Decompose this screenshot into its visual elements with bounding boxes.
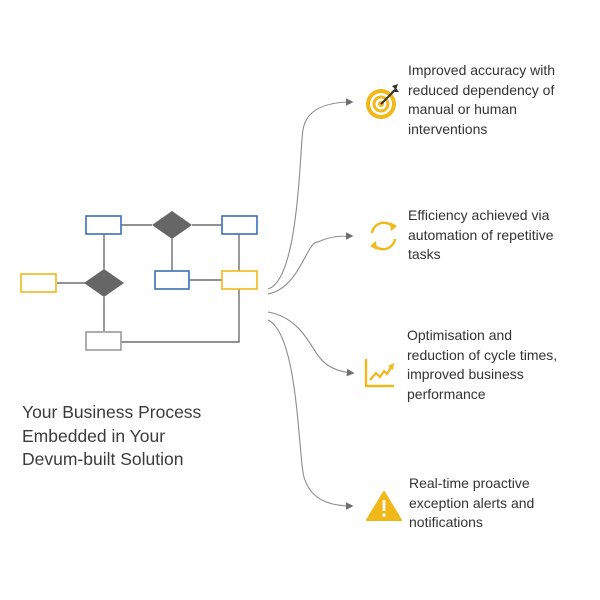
process-box (154, 270, 190, 290)
curve-arrow-accuracy (267, 98, 354, 290)
benefit-line: notifications (409, 514, 483, 530)
headline-line: Embedded in Your (22, 425, 166, 446)
benefit-accuracy: Improved accuracy with reduced dependenc… (408, 61, 555, 139)
curve-arrow-optimisation (267, 311, 355, 377)
end-box (85, 331, 122, 351)
curve-arrow-efficiency (267, 232, 354, 295)
benefit-curves (267, 98, 355, 510)
connector-line (121, 289, 240, 343)
trend-chart-icon (364, 359, 394, 388)
benefit-line: improved business (407, 366, 524, 382)
benefit-line: reduction of cycle times, (407, 346, 558, 363)
headline-line: Your Business Process (22, 402, 202, 422)
benefit-line: exception alerts and (409, 494, 535, 511)
benefit-line: performance (407, 385, 486, 402)
target-icon (366, 84, 399, 119)
benefit-alerts: Real-time proactive exception alerts and… (409, 474, 534, 533)
benefit-line: Improved accuracy with (408, 62, 556, 78)
benefit-line: Optimisation and (407, 327, 513, 343)
flowchart-shapes (20, 211, 258, 351)
benefit-optimisation: Optimisation and reduction of cycle time… (407, 326, 557, 404)
benefit-line: Efficiency achieved via (408, 207, 550, 223)
headline: Your Business Process Embedded in Your D… (22, 401, 252, 472)
benefit-line: interventions (408, 120, 488, 137)
benefit-line: tasks (408, 246, 441, 262)
decision-diamond (84, 269, 124, 297)
benefit-line: Real-time proactive (409, 475, 530, 491)
start-box (20, 273, 57, 293)
process-box (85, 215, 122, 235)
refresh-cycle-icon (370, 221, 397, 251)
benefit-line: manual or human (408, 101, 517, 117)
process-box (221, 215, 258, 235)
headline-line: Devum-built Solution (22, 449, 184, 469)
decision-diamond (152, 211, 192, 239)
output-box (221, 270, 258, 290)
benefit-line: reduced dependency of (408, 81, 555, 98)
curve-arrow-alerts (267, 319, 354, 510)
benefit-efficiency: Efficiency achieved via automation of re… (408, 206, 554, 265)
benefit-line: automation of repetitive (408, 226, 554, 243)
flowchart-connectors (57, 224, 240, 343)
warning-icon (366, 491, 402, 521)
